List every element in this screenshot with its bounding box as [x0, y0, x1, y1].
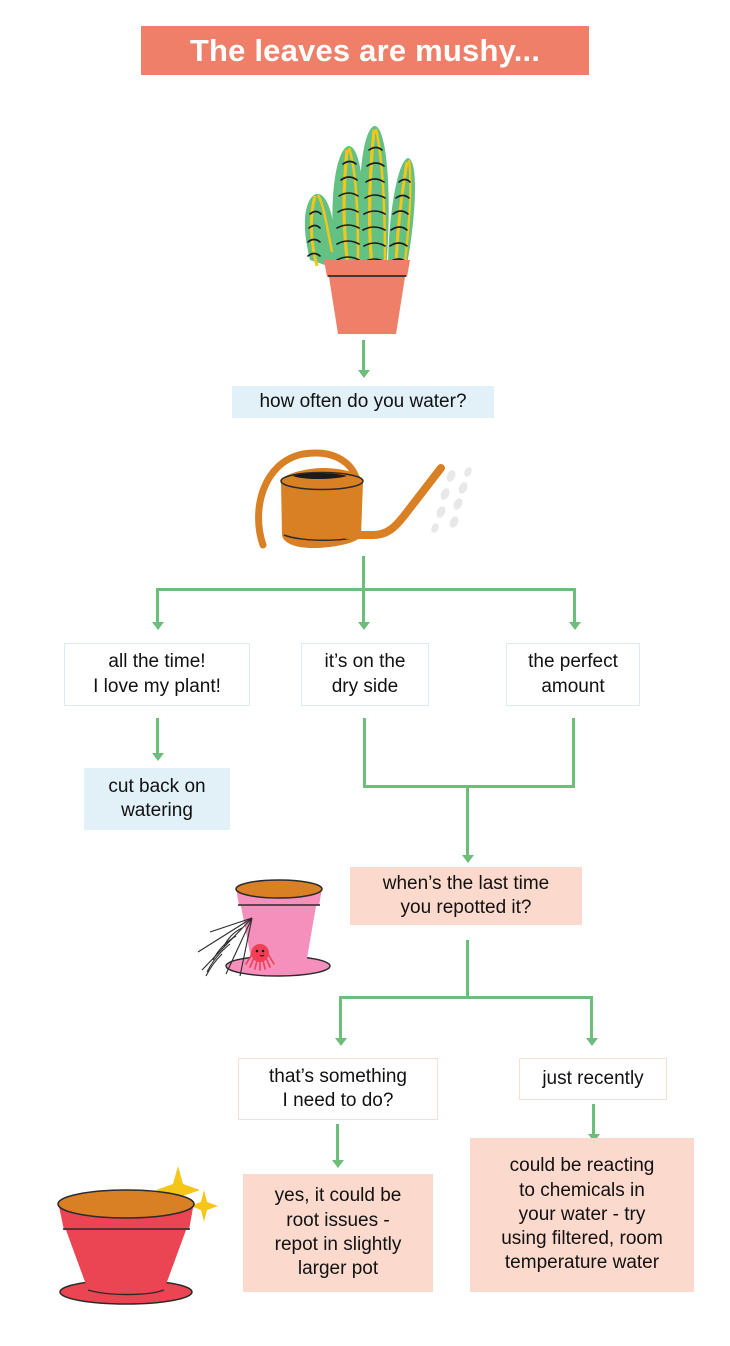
answer-4-line-2: I need to do? [282, 1090, 394, 1111]
arrowhead-split2-right [585, 1038, 598, 1046]
empty-pot-illustration [48, 1140, 228, 1310]
connector-needtorepot-to-result [336, 1124, 339, 1162]
arrowhead-needtorepot-to-result [331, 1160, 344, 1168]
arrowhead-split2-left [334, 1038, 347, 1046]
answer-box-dry-side[interactable]: it’s on the dry side [301, 643, 429, 706]
watering-can-illustration [245, 440, 485, 555]
question-box-watering-frequency: how often do you water? [232, 386, 494, 418]
connector-question2-stem [466, 940, 469, 998]
connector-merge-stem [466, 785, 469, 857]
arrowhead-branch-left [151, 622, 164, 630]
connector-split-branch-center [362, 588, 365, 624]
connector-justrecently-to-result [592, 1104, 595, 1136]
arrowhead-plant-to-question1 [357, 370, 370, 378]
result-1-line-2: watering [121, 800, 193, 821]
answer-5-text: just recently [542, 1067, 644, 1089]
answer-1-line-1: all the time! [108, 651, 206, 673]
result-3-line-3: your water - try [518, 1203, 646, 1225]
connector-merge-horizontal [363, 785, 575, 788]
arrowhead-alltime-to-cutback [151, 753, 164, 761]
result-box-root-issues: yes, it could be root issues - repot in … [243, 1174, 433, 1292]
arrowhead-branch-right [568, 622, 581, 630]
page-title: The leaves are mushy... [189, 33, 541, 68]
result-2-line-2: root issues - [286, 1209, 390, 1231]
result-3-line-2: to chemicals in [519, 1179, 645, 1201]
connector-split2-branch-right [590, 996, 593, 1040]
question-box-repotting: when’s the last time you repotted it? [350, 867, 582, 925]
connector-split-branch-left [156, 588, 159, 624]
result-1-line-1: cut back on [108, 775, 206, 797]
page-title-banner: The leaves are mushy... [141, 26, 589, 75]
answer-box-all-the-time[interactable]: all the time! I love my plant! [64, 643, 250, 706]
answer-2-line-1: it’s on the [324, 651, 406, 673]
result-2-line-3: repot in slightly [274, 1234, 402, 1255]
result-2-line-1: yes, it could be [274, 1185, 402, 1207]
connector-perfect-down [572, 718, 575, 788]
snake-plant-illustration [288, 110, 443, 335]
connector-dryside-down [363, 718, 366, 788]
connector-split-horizontal-2 [339, 996, 593, 999]
answer-3-line-2: amount [541, 675, 605, 697]
arrowhead-merge-to-question2 [461, 855, 474, 863]
connector-split-branch-right [573, 588, 576, 624]
question-2-line-2: you repotted it? [400, 897, 532, 918]
result-3-line-4: using filtered, room [501, 1228, 663, 1250]
answer-box-need-to-repot[interactable]: that’s something I need to do? [238, 1058, 438, 1120]
connector-plant-to-question1 [362, 340, 365, 372]
arrowhead-branch-center [357, 622, 370, 630]
connector-can-stem [362, 556, 365, 588]
answer-1-line-2: I love my plant! [93, 675, 221, 697]
answer-4-line-1: that’s something [268, 1065, 407, 1087]
answer-box-perfect-amount[interactable]: the perfect amount [506, 643, 640, 706]
result-box-cut-back-on-watering: cut back on watering [84, 768, 230, 830]
spider-pot-illustration [196, 870, 331, 978]
connector-alltime-to-cutback [156, 718, 159, 755]
answer-box-just-recently[interactable]: just recently [519, 1058, 667, 1100]
result-box-water-chemicals: could be reacting to chemicals in your w… [470, 1138, 694, 1292]
connector-split2-branch-left [339, 996, 342, 1040]
question-2-line-1: when’s the last time [382, 872, 550, 894]
result-3-line-5: temperature water [504, 1252, 660, 1274]
answer-2-line-2: dry side [331, 675, 399, 697]
result-2-line-4: larger pot [297, 1258, 379, 1280]
answer-3-line-1: the perfect [528, 651, 618, 673]
result-3-line-1: could be reacting [509, 1155, 655, 1177]
connector-split-horizontal-1 [156, 588, 576, 591]
question-1-text: how often do you water? [259, 390, 467, 412]
